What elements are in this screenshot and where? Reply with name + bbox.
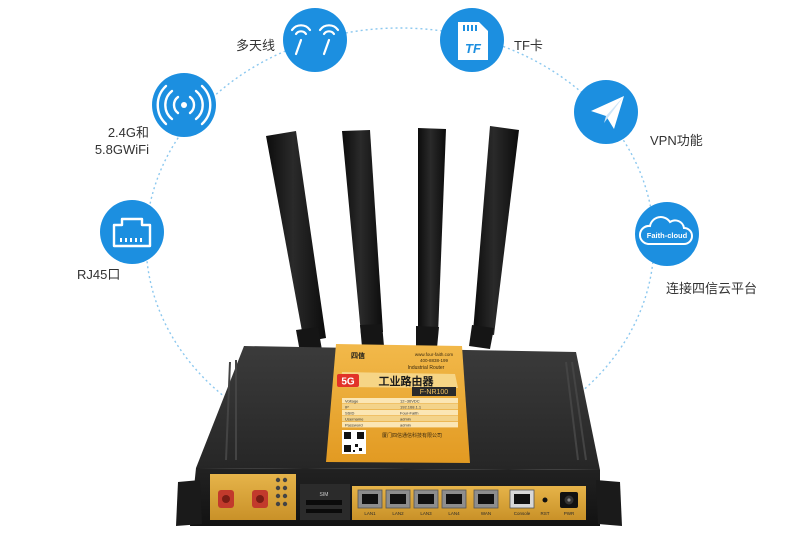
antenna-4 [469, 126, 519, 349]
spec-value: admin [400, 422, 411, 427]
label-subtitle: Industrial Router [408, 365, 445, 371]
spec-row [342, 422, 458, 428]
sim-label: SIM [320, 492, 329, 498]
spec-key: Username [345, 416, 364, 421]
antenna-3 [416, 128, 446, 348]
label-company: 厦门四信通信科技有限公司 [382, 432, 442, 439]
lan1-port-socket [362, 494, 378, 504]
label-website: www.four-faith.com [415, 352, 454, 357]
cloud-icon-text: Faith-cloud [647, 231, 688, 240]
spec-key: IP [345, 404, 349, 409]
qr-code [342, 430, 366, 454]
spec-key: Voltage [345, 398, 359, 403]
antenna-icon [283, 8, 347, 72]
sma-connector-right [252, 490, 268, 508]
port-label: LAN3 [420, 511, 432, 516]
lan3-port-socket [418, 494, 434, 504]
antenna-1 [266, 131, 326, 352]
sd-card-icon: TF [440, 8, 504, 72]
port-label: PWR [564, 511, 575, 516]
wifi-label-line1: 2.4G和 [107, 125, 149, 140]
sma-connector-left [218, 490, 234, 508]
console-port-socket [514, 494, 530, 504]
spec-key: Password [345, 422, 363, 427]
label-5g-badge: 5G [341, 377, 355, 388]
tf-card-label: TF卡 [514, 38, 543, 53]
port-label: WAN [481, 511, 491, 516]
port-label: LAN4 [448, 511, 460, 516]
wifi-icon [152, 73, 216, 137]
spec-row [342, 398, 458, 404]
cloud-platform-label: 连接四信云平台 [666, 281, 758, 296]
label-model: F-NR100 [420, 389, 449, 396]
label-title: 工业路由器 [379, 374, 435, 388]
vpn-label: VPN功能 [650, 133, 703, 148]
paper-plane-icon [574, 80, 638, 144]
antenna-2 [342, 130, 384, 347]
spec-key: SSID [345, 410, 354, 415]
rj45-label: RJ45口 [77, 267, 121, 282]
spec-row [342, 416, 458, 422]
spec-value: Four-Faith [400, 410, 418, 415]
dc-power-jack [560, 492, 578, 508]
product-label: 5G 工业路由器 四信 www.four-faith.com 400-8838-… [326, 344, 470, 463]
spec-row [342, 410, 458, 416]
port-label: LAN1 [364, 511, 376, 516]
label-brand: 四信 [351, 351, 365, 360]
port-label: RST [541, 511, 550, 516]
lan4-port-socket [446, 494, 462, 504]
spec-value: 192.168.1.1 [400, 404, 422, 409]
port-labels: LAN1 LAN2 LAN3 LAN4 WAN Console RST PWR [364, 511, 575, 516]
lan2-port-socket [390, 494, 406, 504]
spec-value: admin [400, 416, 411, 421]
wan-port-socket [478, 494, 494, 504]
port-label: Console [514, 511, 531, 516]
multi-antenna-label: 多天线 [236, 38, 276, 53]
status-leds [275, 477, 288, 507]
reset-button [542, 497, 548, 503]
cloud-icon: Faith-cloud [635, 202, 699, 266]
wifi-label-line2: 5.8GWiFi [94, 142, 149, 157]
tf-icon-text: TF [465, 41, 482, 56]
ethernet-ports [357, 489, 548, 509]
sim-slot: SIM [306, 492, 342, 513]
spec-value: 12~36VDC [400, 398, 420, 403]
ethernet-port-icon [100, 200, 164, 264]
label-hotline: 400-8838-199 [420, 358, 449, 363]
spec-row [342, 404, 458, 410]
port-label: LAN2 [392, 511, 404, 516]
